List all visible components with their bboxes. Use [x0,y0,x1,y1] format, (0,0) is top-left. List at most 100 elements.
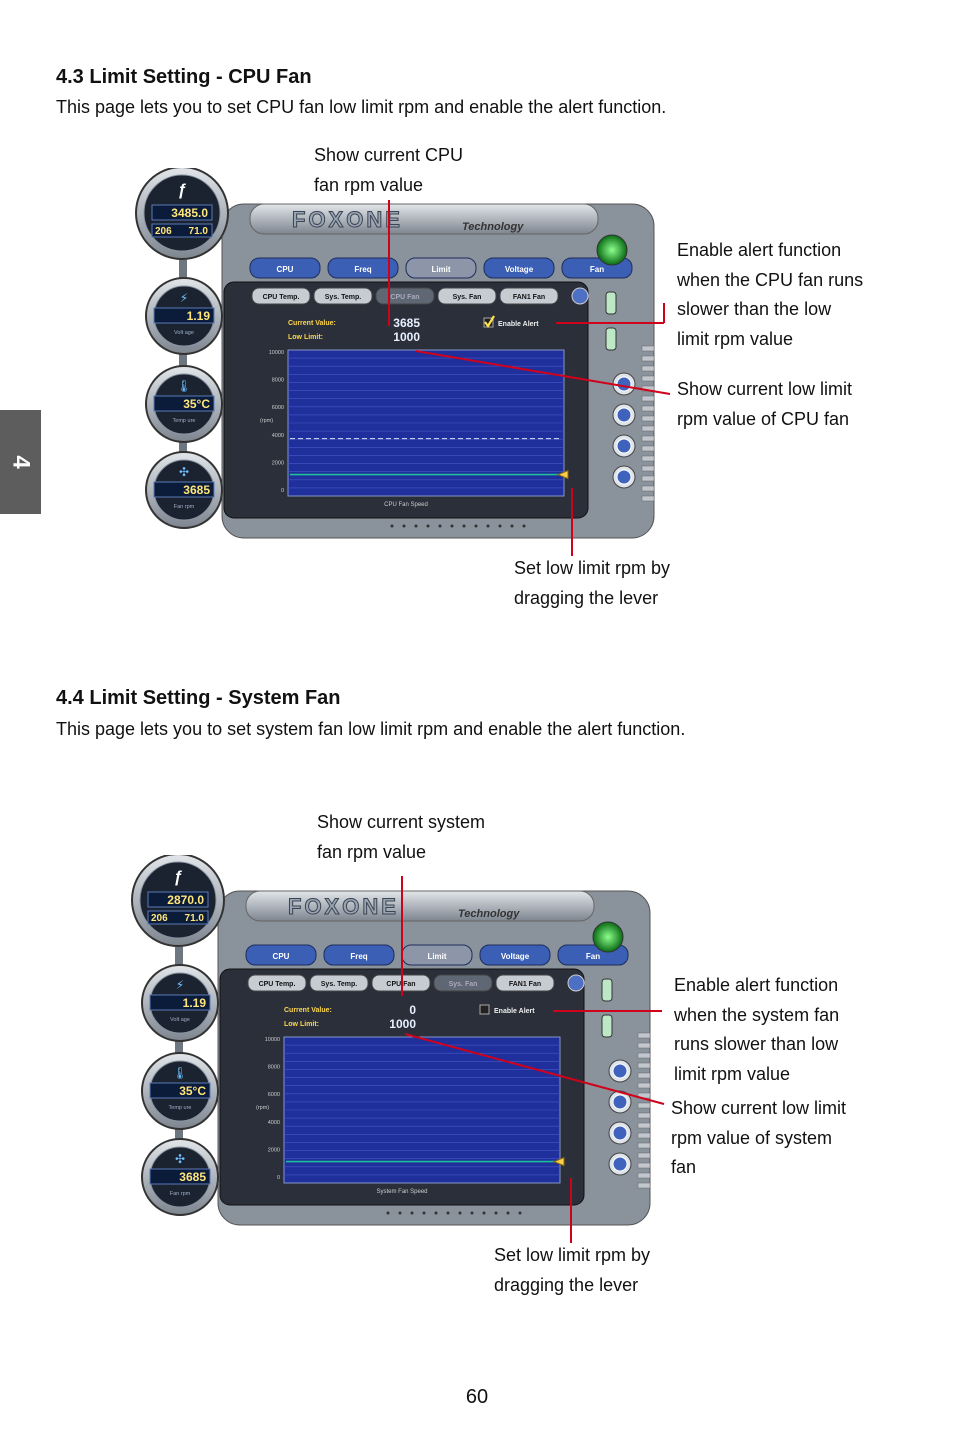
gauge-small-value: 206 [151,913,168,924]
frame-rivet [414,524,418,528]
callout-enable-alert-cpu: Enable alert function when the CPU fan r… [677,240,864,349]
sub-tab-cpu-temp[interactable]: CPU Temp. [251,287,311,305]
gauge-2: 35°C🌡Temp ure [145,365,223,443]
nav-tab-limit[interactable]: Limit [401,944,473,966]
side-grip [637,1162,651,1169]
low-limit-lever[interactable] [556,469,569,480]
home-button[interactable] [608,1152,632,1176]
help-button[interactable] [571,287,589,305]
gauge-small-value: 206 [155,226,172,237]
frame-rivet [426,524,430,528]
side-grip [641,475,655,482]
nav-tab-voltage[interactable]: Voltage [479,944,551,966]
brand-subtitle: Technology [458,908,520,920]
page-number: 60 [465,1386,489,1408]
svg-text:CPU Fan: CPU Fan [390,294,419,301]
frame-rivet [498,524,502,528]
sub-tab-sys-temp[interactable]: Sys. Temp. [309,974,369,992]
gauge-value: 35°C [179,1084,206,1098]
low-limit-label: Low Limit: [288,334,323,341]
sub-tab-cpu-fan[interactable]: CPU Fan [371,974,431,992]
sub-tab-fan1-fan[interactable]: FAN1 Fan [499,287,559,305]
svg-text:Fan: Fan [586,952,600,961]
minimize-button[interactable] [608,1090,632,1114]
nav-tab-voltage[interactable]: Voltage [483,257,555,279]
nav-tab-limit[interactable]: Limit [405,257,477,279]
y-tick-label: 2000 [268,1147,280,1153]
frame-rivet [402,524,406,528]
nav-tab-cpu[interactable]: CPU [245,944,317,966]
frame-rivet [390,524,394,528]
low-limit-lever[interactable] [552,1156,565,1167]
gauge-1: 1.19 ⚡ Volt age [141,964,219,1042]
enable-alert-checkbox[interactable] [479,1004,490,1015]
side-grip [637,1132,651,1139]
graph-caption: System Fan Speed [376,1189,427,1195]
minimize-button[interactable] [612,403,636,427]
sub-tab-sys-fan[interactable]: Sys. Fan [437,287,497,305]
settings-button[interactable] [612,434,636,458]
sub-tab-cpu-temp[interactable]: CPU Temp. [247,974,307,992]
close-button[interactable] [612,372,636,396]
gauge-value: 1.19 [183,996,207,1010]
nav-tab-cpu[interactable]: CPU [249,257,321,279]
sub-tab-cpu-fan[interactable]: CPU Fan [375,287,435,305]
y-tick-label: 10000 [265,1037,280,1043]
y-tick-label: 8000 [272,378,284,384]
brand-subtitle: Technology [462,221,524,233]
nav-tab-freq[interactable]: Freq [327,257,399,279]
side-grip [641,365,655,372]
close-button[interactable] [608,1059,632,1083]
side-grip [641,495,655,502]
sub-tab-fan1-fan[interactable]: FAN1 Fan [495,974,555,992]
svg-text:Limit: Limit [427,952,446,961]
side-toggle-top[interactable] [601,978,613,1002]
svg-text:Voltage: Voltage [505,265,534,274]
nav-tab-freq[interactable]: Freq [323,944,395,966]
side-grip [637,1082,651,1089]
sub-tab-sys-fan[interactable]: Sys. Fan [433,974,493,992]
power-orb-button[interactable] [592,921,624,953]
sub-tab-sys-temp[interactable]: Sys. Temp. [313,287,373,305]
frame-rivet [438,524,442,528]
gauge-value: 2870.0 [167,893,204,907]
section-intro-system-fan: This page lets you to set system fan low… [56,719,686,739]
side-toggle-bottom[interactable] [605,327,617,351]
side-grip [637,1042,651,1049]
y-tick-label: 8000 [268,1065,280,1071]
frame-rivet [518,1211,522,1215]
settings-button[interactable] [608,1121,632,1145]
gauge-label: Fan rpm [170,1191,191,1197]
low-limit-display: 1000 [389,1017,416,1031]
bolt-icon: ⚡ [176,978,184,992]
svg-text:CPU Fan: CPU Fan [386,981,415,988]
frame-rivet [410,1211,414,1215]
frame-rivet [450,524,454,528]
power-orb-button[interactable] [596,234,628,266]
frame-rivet [434,1211,438,1215]
side-grip [641,395,655,402]
gauge-label: Volt age [170,1017,190,1023]
section-heading-system-fan: 4.4 Limit Setting - System Fan [56,687,341,709]
side-toggle-top[interactable] [605,291,617,315]
enable-alert-checkbox[interactable] [483,315,495,328]
side-toggle-bottom[interactable] [601,1014,613,1038]
frame-rivet [486,524,490,528]
gauge-value: 3685 [183,483,210,497]
gauge-3: 3685✣Fan rpm [145,451,223,529]
help-button[interactable] [567,974,585,992]
y-axis-unit: (rpm) [260,418,273,424]
frame-rivet [494,1211,498,1215]
home-button[interactable] [612,465,636,489]
frame-rivet [458,1211,462,1215]
svg-text:CPU: CPU [277,265,294,274]
low-limit-label: Low Limit: [284,1021,319,1028]
gauge-small-value: 71.0 [185,913,205,924]
side-grip [641,355,655,362]
svg-text:Voltage: Voltage [501,952,530,961]
gauge-value: 35°C [183,397,210,411]
gauge-label: Fan rpm [174,504,195,510]
svg-text:FAN1 Fan: FAN1 Fan [513,294,545,301]
